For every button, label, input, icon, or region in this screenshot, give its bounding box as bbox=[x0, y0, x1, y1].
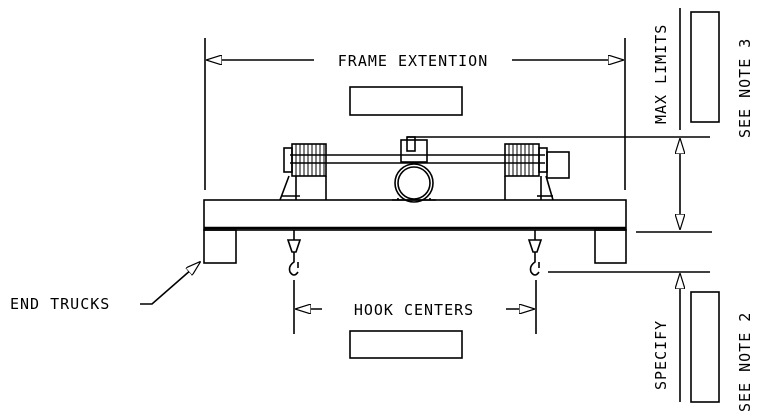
frame-extension-value-box bbox=[349, 86, 463, 116]
frame-extension-dimension: FRAME EXTENTION bbox=[204, 38, 626, 190]
center-gearbox bbox=[392, 136, 710, 203]
max-limits-label: MAX LIMITS bbox=[652, 24, 670, 124]
end-trucks bbox=[203, 229, 627, 264]
right-drum bbox=[504, 143, 554, 201]
end-trucks-callout: END TRUCKS bbox=[10, 262, 200, 313]
specify-dimension: SPECIFY SEE NOTE 2 bbox=[548, 271, 754, 412]
hook-centers-value-box bbox=[349, 330, 463, 359]
bridge-girder bbox=[203, 199, 627, 231]
left-drum bbox=[279, 143, 327, 201]
see-note-3-label: SEE NOTE 3 bbox=[736, 38, 754, 138]
trolley-hoist bbox=[279, 136, 710, 203]
hook-centers-label: HOOK CENTERS bbox=[354, 301, 474, 319]
hoist-motor bbox=[546, 151, 570, 179]
hook-centers-dimension: HOOK CENTERS bbox=[293, 280, 537, 359]
end-truck-right bbox=[594, 229, 627, 264]
hook-left bbox=[286, 230, 302, 276]
frame-extension-label: FRAME EXTENTION bbox=[338, 52, 488, 70]
hook-right bbox=[527, 230, 543, 276]
girder-beam bbox=[203, 199, 627, 231]
max-limits-dimension: MAX LIMITS SEE NOTE 3 bbox=[636, 8, 754, 233]
end-trucks-leader bbox=[140, 262, 200, 305]
max-limits-value-box bbox=[690, 11, 720, 123]
end-truck-left bbox=[203, 229, 237, 264]
see-note-2-label: SEE NOTE 2 bbox=[736, 312, 754, 412]
specify-value-box bbox=[690, 291, 720, 403]
specify-label: SPECIFY bbox=[652, 320, 670, 390]
end-trucks-label: END TRUCKS bbox=[10, 295, 110, 313]
